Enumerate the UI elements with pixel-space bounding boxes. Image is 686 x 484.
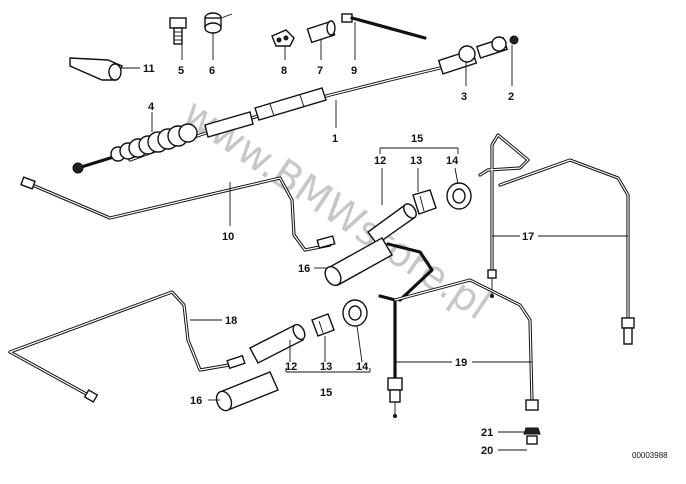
parts-20-21 [523, 427, 541, 445]
callout-5: 5 [178, 65, 184, 77]
callout-9: 9 [351, 65, 357, 77]
part-16-bottom [215, 371, 279, 412]
part-14-top [446, 182, 472, 210]
part-12-bottom [249, 323, 306, 364]
part-13-top [412, 189, 437, 215]
cable-17-upper [478, 133, 530, 298]
cable-17-lower [498, 158, 635, 345]
callout-14-bottom: 14 [356, 361, 369, 373]
callout-8: 8 [281, 65, 287, 77]
callout-16-top: 16 [298, 263, 310, 275]
callout-4: 4 [148, 101, 155, 113]
part-11 [69, 57, 123, 81]
callout-1: 1 [332, 133, 338, 145]
callout-15-bottom: 15 [320, 387, 332, 399]
callout-20: 20 [481, 445, 493, 457]
part-5 [169, 17, 187, 45]
part-8 [271, 29, 295, 47]
callout-11: 11 [143, 63, 155, 75]
cable-19 [378, 278, 539, 418]
part-14-bottom [342, 299, 368, 327]
leader-lines [122, 22, 628, 451]
callout-10: 10 [222, 231, 234, 243]
callout-17: 17 [522, 231, 534, 243]
callout-13-top: 13 [410, 155, 422, 167]
reference-number: 00003988 [632, 451, 668, 460]
callout-12-top: 12 [374, 155, 386, 167]
part-9 [341, 13, 427, 40]
spring-assembly [72, 123, 198, 174]
callout-12-bottom: 12 [285, 361, 297, 373]
part-12-top [367, 203, 417, 245]
callout-14-top: 14 [446, 155, 459, 167]
part-7 [306, 20, 336, 44]
callout-18: 18 [225, 315, 237, 327]
callouts: 11 5 6 8 7 9 3 2 4 1 15 12 13 14 10 17 1… [143, 63, 534, 457]
cable-18 [8, 290, 246, 403]
callout-15-top: 15 [411, 133, 423, 145]
callout-3: 3 [461, 91, 467, 103]
callout-16-bottom: 16 [190, 395, 202, 407]
callout-7: 7 [317, 65, 323, 77]
cable-10 [20, 176, 336, 252]
part-6 [204, 12, 233, 34]
callout-13-bottom: 13 [320, 361, 332, 373]
callout-21: 21 [481, 427, 493, 439]
part-16-top [324, 237, 434, 302]
callout-6: 6 [209, 65, 215, 77]
callout-19: 19 [455, 357, 467, 369]
part-13-bottom [311, 313, 335, 337]
callout-2: 2 [508, 91, 514, 103]
